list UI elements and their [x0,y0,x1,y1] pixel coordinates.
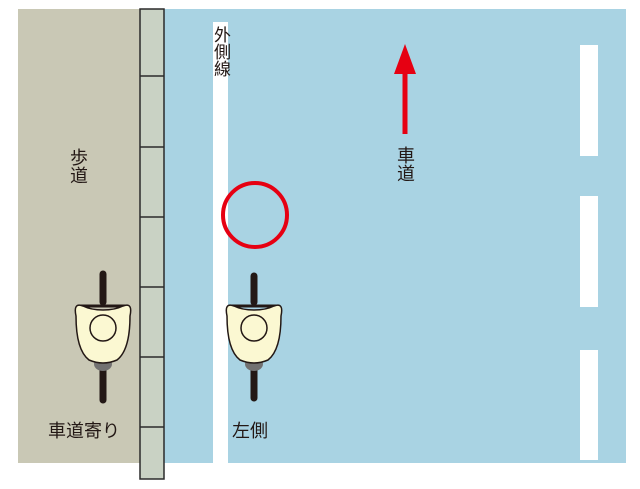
outer-lane-line [213,22,228,463]
outer-line-label: 外側線 [210,26,230,77]
sidewalk-area [18,9,140,463]
bicycle-rider-icon [225,272,283,402]
circle-icon [221,181,289,249]
curb [139,8,165,480]
roadway-label: 車道 [394,146,415,182]
center-dashed-line [580,45,598,460]
sidewalk-label: 歩道 [67,148,88,184]
up-arrow-icon [394,44,416,134]
bicycle-rider-icon [74,270,132,404]
roadway-area [164,9,626,463]
rider-left-label: 左側 [232,421,268,442]
rider-near-road-label: 車道寄り [48,421,120,442]
